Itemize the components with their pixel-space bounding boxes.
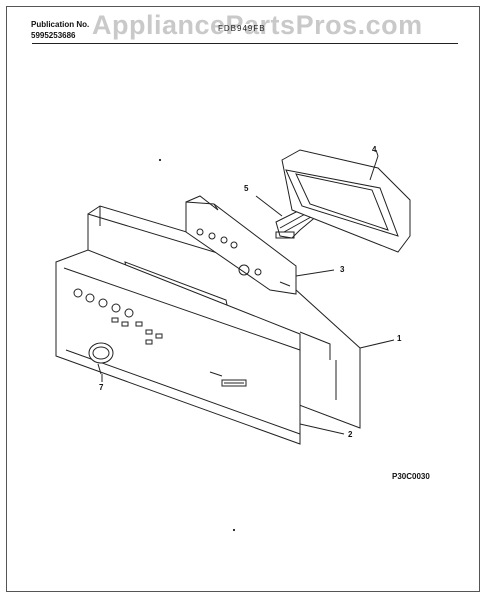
detergent-housing-part	[281, 149, 411, 253]
publication-number: 5995253686	[31, 31, 76, 40]
watermark-text: AppliancePartsPros.com	[92, 10, 423, 40]
callout-2: 2	[348, 430, 353, 439]
control-knob-part	[88, 342, 114, 375]
publication-label: Publication No.	[31, 20, 90, 29]
header-divider	[32, 43, 458, 44]
callout-7: 7	[99, 383, 104, 392]
callout-5: 5	[244, 184, 249, 193]
callout-3: 3	[340, 265, 345, 274]
control-board-part	[185, 195, 335, 295]
figure-identifier: P30C0030	[392, 472, 430, 481]
model-number: FDB949FB	[218, 24, 266, 33]
page-frame	[6, 6, 480, 592]
callout-1: 1	[397, 334, 402, 343]
overlay-part	[55, 249, 301, 445]
callout-4: 4	[372, 145, 377, 154]
